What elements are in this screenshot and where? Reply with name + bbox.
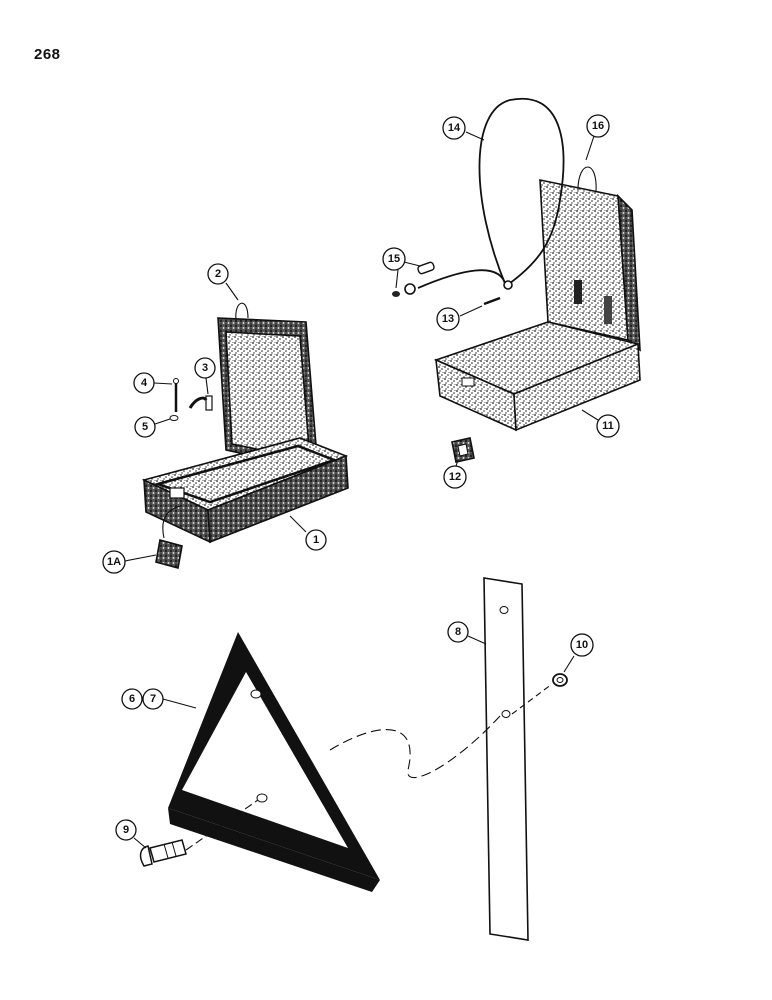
callout-6: 6 7 [121,688,197,710]
hinge-pin [169,378,213,421]
svg-text:6: 6 [129,693,135,705]
page-number: 268 [34,46,61,63]
callout-4: 4 [133,372,173,394]
svg-text:8: 8 [455,626,461,638]
clevis-pins [392,261,501,306]
storage-bracket-box [433,166,641,432]
slow-moving-vehicle-sign [168,632,380,892]
svg-text:15: 15 [388,253,400,265]
storage-box-open-lid [141,302,349,544]
callout-16: 16 [585,114,610,161]
svg-text:1A: 1A [107,556,121,568]
svg-text:7: 7 [150,693,156,705]
svg-text:14: 14 [448,122,461,134]
retaining-cable [404,97,565,295]
mounting-strap [483,577,529,941]
svg-text:16: 16 [592,120,604,132]
svg-text:2: 2 [215,268,221,280]
callout-14: 14 [442,116,485,141]
callout-15: 15 [382,247,421,289]
callout-13: 13 [436,305,483,331]
svg-text:10: 10 [576,639,588,651]
callout-12: 12 [443,459,467,489]
hex-nut [552,673,568,687]
callout-11: 11 [581,409,620,438]
assembly-lines [162,505,553,851]
mount-plate [451,437,475,463]
carriage-bolt [139,839,187,867]
callout-9: 9 [115,819,147,849]
svg-text:1: 1 [313,534,319,546]
callout-5: 5 [134,416,171,438]
svg-text:11: 11 [602,420,614,432]
callout-10: 10 [563,633,594,673]
callout-1: 1 [289,515,327,551]
latch-plate [155,538,183,570]
callout-8: 8 [447,621,487,645]
svg-text:5: 5 [142,421,148,433]
svg-text:13: 13 [442,313,454,325]
svg-text:12: 12 [449,471,461,483]
callout-2: 2 [207,263,239,301]
svg-text:4: 4 [141,377,148,389]
callout-3: 3 [194,357,216,395]
callout-1a: 1A [102,550,157,574]
svg-text:3: 3 [202,362,208,374]
svg-text:9: 9 [123,824,129,836]
